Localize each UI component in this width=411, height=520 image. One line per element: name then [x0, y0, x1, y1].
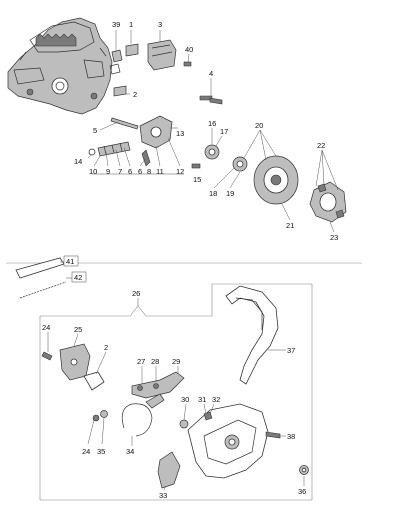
callout-label: 1 — [129, 20, 133, 29]
callout-label: 24 — [82, 447, 90, 456]
callout-label: 13 — [176, 129, 184, 138]
callout-label: 6 — [128, 167, 132, 176]
callout-label: 29 — [172, 357, 180, 366]
callout-label: 23 — [330, 233, 338, 242]
small-plate-1 — [125, 43, 139, 57]
callout-label: 2 — [133, 90, 137, 99]
screw-15 — [191, 163, 201, 169]
nut-30 — [179, 403, 189, 429]
callout-label: 31 — [198, 395, 206, 404]
pump-assembly — [88, 141, 131, 157]
screw-24-bottom — [87, 414, 100, 445]
leader-lines-top — [87, 30, 339, 233]
washer-35 — [100, 410, 108, 445]
callout-label: 32 — [212, 395, 220, 404]
callout-label: 18 — [209, 189, 217, 198]
callout-label: 42 — [74, 273, 82, 282]
nut-36 — [299, 465, 309, 486]
screw-40 — [183, 61, 192, 67]
bolt-38 — [265, 431, 286, 439]
clutch-drum-20 — [253, 155, 299, 205]
callout-label: 40 — [185, 45, 193, 54]
callout-label: 35 — [97, 447, 105, 456]
engine-block — [7, 17, 113, 115]
callout-label: 33 — [159, 491, 167, 500]
callout-label: 16 — [208, 119, 216, 128]
callout-label: 19 — [226, 189, 234, 198]
small-plate-39 — [109, 49, 123, 75]
callout-label: 37 — [287, 346, 295, 355]
callout-label: 30 — [181, 395, 189, 404]
brake-band-34 — [121, 393, 165, 446]
rod-5 — [110, 117, 139, 130]
cover-3 — [147, 39, 177, 71]
callout-label: 7 — [118, 167, 122, 176]
callout-label: 11 — [156, 167, 164, 176]
callout-label: 28 — [151, 357, 159, 366]
callout-label: 15 — [193, 175, 201, 184]
callout-label: 26 — [132, 289, 140, 298]
plate-2-lower — [83, 351, 107, 391]
callout-box-41 — [63, 255, 79, 267]
callout-label: 27 — [137, 357, 145, 366]
clutch-shoes-22 — [309, 181, 347, 223]
callout-label: 36 — [298, 487, 306, 496]
callout-label: 4 — [209, 69, 213, 78]
chain-42 — [19, 277, 74, 299]
callout-label: 38 — [287, 432, 295, 441]
callout-label: 25 — [74, 325, 82, 334]
callout-label: 17 — [220, 127, 228, 136]
callout-label: 24 — [42, 323, 50, 332]
callout-label: 12 — [176, 167, 184, 176]
assembly-frame-26 — [39, 283, 313, 501]
callout-label: 34 — [126, 447, 134, 456]
screw-24-top — [41, 332, 53, 361]
callout-label: 20 — [255, 121, 263, 130]
callout-label: 39 — [112, 20, 120, 29]
sprocket-cover — [187, 403, 269, 479]
plate-2 — [113, 85, 127, 97]
callout-label: 22 — [317, 141, 325, 150]
callout-label: 10 — [89, 167, 97, 176]
oil-pump-13 — [139, 115, 173, 167]
hand-guard-37 — [225, 285, 286, 385]
callout-label: 3 — [158, 20, 162, 29]
bearing-18 — [232, 156, 248, 172]
guide-bar-41 — [15, 257, 66, 279]
clutch-16-17 — [204, 144, 220, 160]
callout-label: 8 — [147, 167, 151, 176]
callout-label: 14 — [74, 157, 82, 166]
brake-linkage-27-28-29 — [131, 366, 185, 399]
callout-label: 9 — [106, 167, 110, 176]
callout-label: 21 — [286, 221, 294, 230]
bracket-25 — [59, 333, 91, 381]
bolt-4 — [199, 95, 223, 105]
callout-label: 6 — [138, 167, 142, 176]
part-33 — [157, 451, 181, 491]
callout-label: 2 — [104, 343, 108, 352]
callout-box-42 — [71, 271, 87, 283]
callout-label: 5 — [93, 126, 97, 135]
callout-label: 41 — [66, 257, 74, 266]
